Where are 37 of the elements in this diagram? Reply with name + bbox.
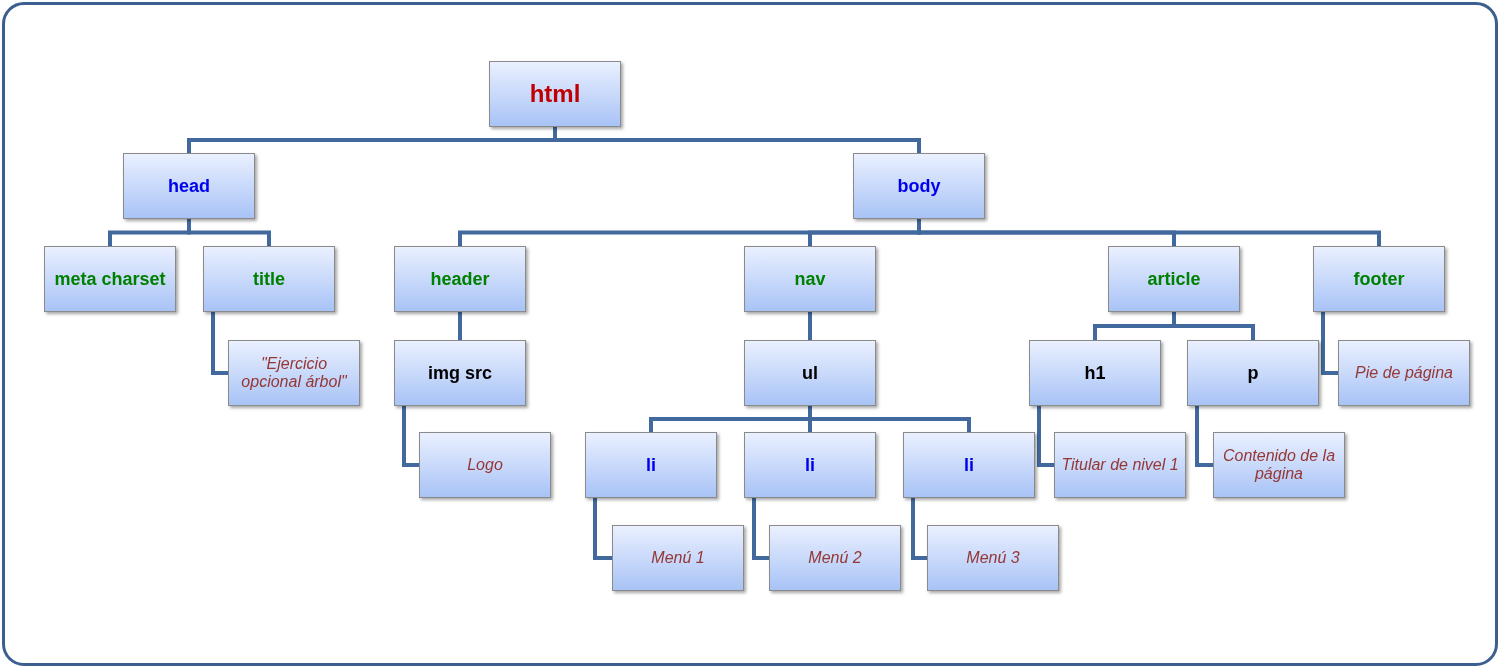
text-content-box: Logo xyxy=(419,432,551,498)
connector-line xyxy=(752,498,769,560)
text-content-box: Menú 3 xyxy=(927,525,1059,591)
connector-line xyxy=(553,127,921,153)
connector-line xyxy=(1037,406,1054,467)
text-content-box: "Ejercicio opcional árbol" xyxy=(228,340,360,406)
connector-line xyxy=(402,406,419,467)
element-box: footer xyxy=(1313,246,1445,312)
connector-line xyxy=(808,312,812,340)
element-box: li xyxy=(903,432,1035,498)
element-box: meta charset xyxy=(44,246,176,312)
element-box: ul xyxy=(744,340,876,406)
element-box: li xyxy=(585,432,717,498)
element-box: nav xyxy=(744,246,876,312)
connector-line xyxy=(593,498,612,560)
text-content-box: Titular de nivel 1 xyxy=(1054,432,1186,498)
text-content-box: Menú 1 xyxy=(612,525,744,591)
connector-line xyxy=(458,312,462,340)
connector-line xyxy=(808,406,971,432)
element-box: article xyxy=(1108,246,1240,312)
element-box: header xyxy=(394,246,526,312)
element-box: h1 xyxy=(1029,340,1161,406)
element-box: li xyxy=(744,432,876,498)
element-box: img src xyxy=(394,340,526,406)
element-box: p xyxy=(1187,340,1319,406)
connector-line xyxy=(187,219,271,246)
connector-line xyxy=(211,312,228,375)
text-content-box: Contenido de la página xyxy=(1213,432,1345,498)
element-box: title xyxy=(203,246,335,312)
text-content-box: Menú 2 xyxy=(769,525,901,591)
element-box: head xyxy=(123,153,255,219)
element-box: html xyxy=(489,61,621,127)
text-content-box: Pie de página xyxy=(1338,340,1470,406)
element-box: body xyxy=(853,153,985,219)
connector-line xyxy=(911,498,927,560)
connector-line xyxy=(1321,312,1338,375)
connector-line xyxy=(1195,406,1213,467)
